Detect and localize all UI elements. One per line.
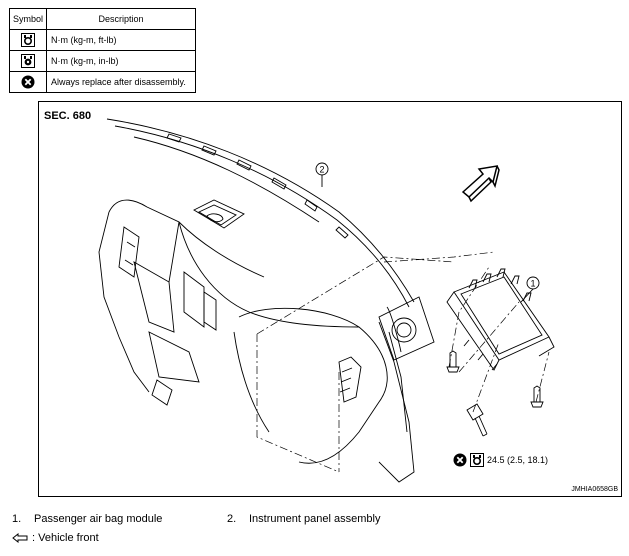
legend-description: Always replace after disassembly. xyxy=(46,71,196,93)
caption-label: Instrument panel assembly xyxy=(249,513,381,525)
callout-1: 1 xyxy=(530,279,535,289)
legend-row: N·m (kg-m, in-lb) xyxy=(9,50,196,72)
caption-label: Passenger air bag module xyxy=(34,513,163,525)
torque-value: 24.5 (2.5, 18.1) xyxy=(487,455,549,465)
legend-description: N·m (kg-m, ft-lb) xyxy=(46,29,196,51)
torque-wrench-icon xyxy=(470,453,484,467)
callout-2: 2 xyxy=(319,165,324,175)
legend-header-row: Symbol Description xyxy=(9,8,196,30)
exploded-view-figure: 2 1 SEC. 680 24.5 (2.5, 18.1) JMHIA0658G… xyxy=(38,101,622,497)
caption-number: 2. xyxy=(227,513,237,525)
torque-wrench-icon xyxy=(21,33,35,47)
legend-header-description: Description xyxy=(46,8,196,30)
vehicle-front-legend: : Vehicle front xyxy=(12,532,99,544)
instrument-panel-drawing: 2 1 xyxy=(98,118,555,483)
front-arrow-icon xyxy=(12,533,28,543)
legend-row: N·m (kg-m, ft-lb) xyxy=(9,29,196,51)
torque-wrench-filled-icon xyxy=(21,54,35,68)
replace-x-icon xyxy=(21,75,35,89)
legend-row: Always replace after disassembly. xyxy=(9,71,196,93)
vehicle-front-label: : Vehicle front xyxy=(32,532,99,544)
legend-description: N·m (kg-m, in-lb) xyxy=(46,50,196,72)
caption-item: 1. Passenger air bag module xyxy=(12,513,162,525)
caption-item: 2. Instrument panel assembly xyxy=(227,513,380,525)
section-label: SEC. 680 xyxy=(44,110,92,122)
replace-x-icon xyxy=(453,453,467,467)
symbol-legend-table: Symbol Description N·m (kg-m, ft-lb) N·m… xyxy=(9,8,196,93)
image-code: JMHIA0658GB xyxy=(571,486,618,493)
legend-header-symbol: Symbol xyxy=(9,8,47,30)
caption-number: 1. xyxy=(12,513,22,525)
torque-spec: 24.5 (2.5, 18.1) xyxy=(453,453,548,467)
